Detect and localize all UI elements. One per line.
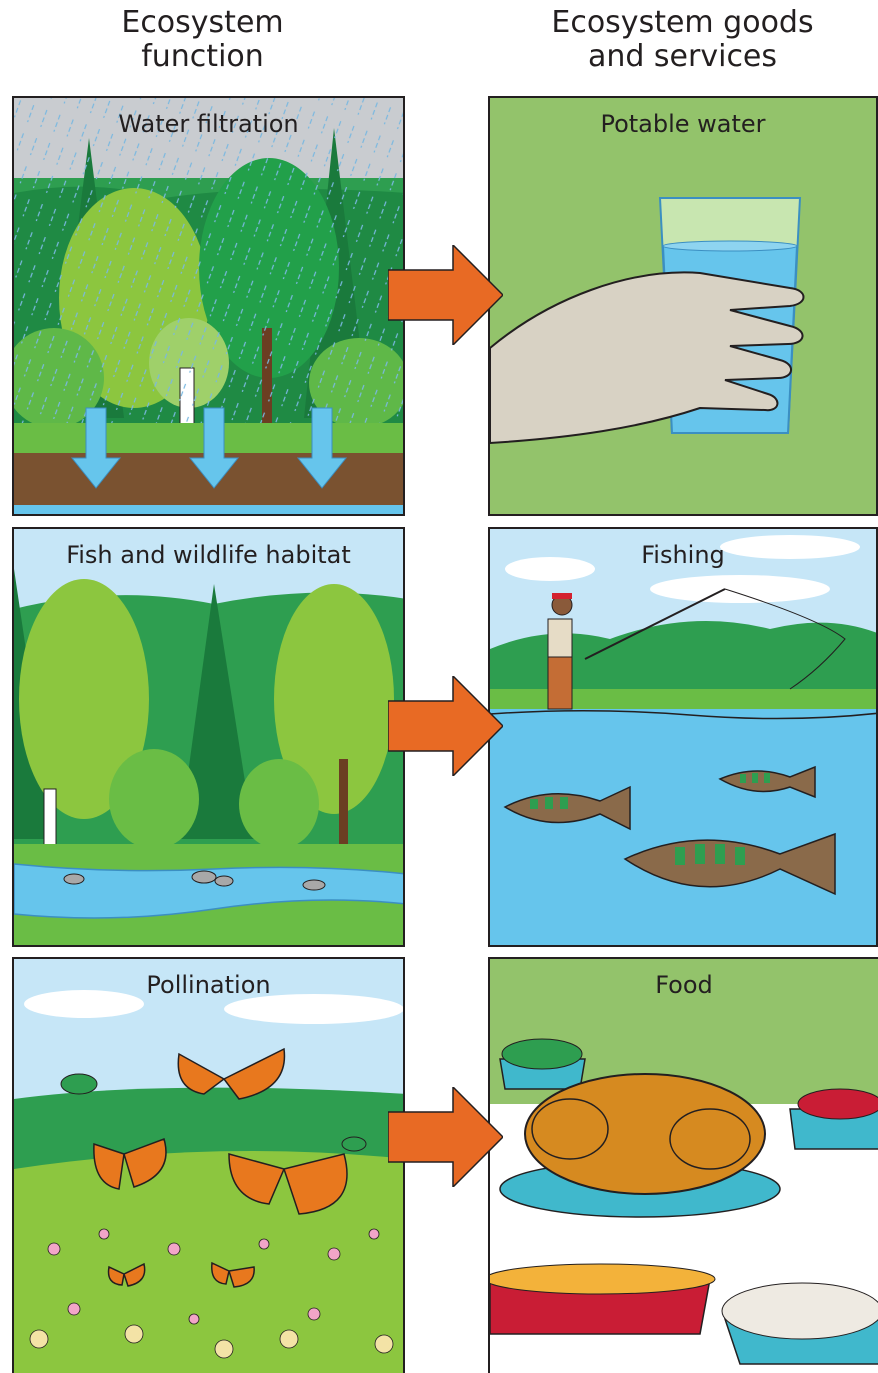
mashed-potato-bowl <box>722 1283 878 1364</box>
angler-lake-illustration <box>490 529 878 947</box>
meadow-pollinators-illustration <box>14 959 405 1373</box>
column-header-function-line-1: Ecosystem <box>70 6 335 40</box>
food-panel: Food <box>488 957 878 1373</box>
cranberry-bowl <box>790 1089 878 1149</box>
column-header-services-line-1: Ecosystem goods <box>510 6 855 40</box>
water-filtration-panel: Water filtration <box>12 96 405 516</box>
food-label: Food <box>490 971 878 999</box>
column-header-services-line-2: and services <box>510 40 855 74</box>
forest-stream-illustration <box>14 529 405 947</box>
greens-bowl <box>500 1039 585 1089</box>
pollination-panel: Pollination <box>12 957 405 1373</box>
fishing-label: Fishing <box>490 541 876 569</box>
habitat-panel: Fish and wildlife habitat <box>12 527 405 947</box>
water-filtration-label: Water filtration <box>14 110 403 138</box>
pie <box>490 1264 715 1334</box>
arrow-right-icon <box>388 1087 503 1187</box>
potable-water-label: Potable water <box>490 110 876 138</box>
fishing-panel: Fishing <box>488 527 878 947</box>
habitat-label: Fish and wildlife habitat <box>14 541 403 569</box>
arrow-right-icon <box>388 245 503 345</box>
arrow-right-icon <box>388 676 503 776</box>
column-header-function: Ecosystem function <box>70 6 335 74</box>
pollination-label: Pollination <box>14 971 403 999</box>
forest-rain-illustration <box>14 98 405 516</box>
column-header-services: Ecosystem goods and services <box>510 6 855 74</box>
potable-water-panel: Potable water <box>488 96 878 516</box>
hand-glass-illustration <box>490 98 878 516</box>
food-table-illustration <box>490 959 878 1373</box>
column-header-function-line-2: function <box>70 40 335 74</box>
